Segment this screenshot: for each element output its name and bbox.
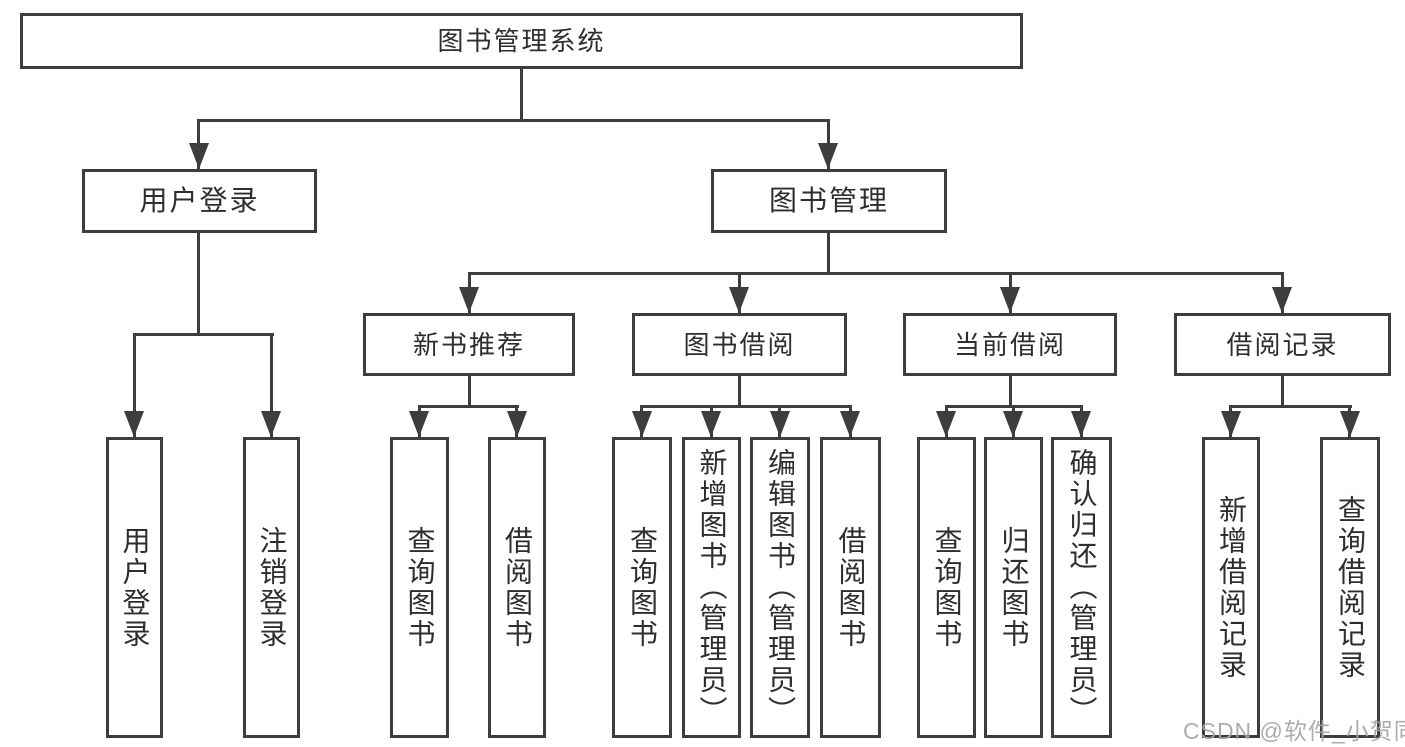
arrow-down-icon xyxy=(1272,287,1292,313)
connector-user-login-stem xyxy=(197,233,200,336)
leaf-user-login: 用户登录 xyxy=(106,437,163,738)
connector-section4-branch xyxy=(1229,405,1352,408)
node-borrow-records: 借阅记录 xyxy=(1174,313,1391,376)
leaf-query-books-recommend: 查询图书 xyxy=(390,437,449,738)
arrow-down-icon xyxy=(1340,411,1360,437)
arrow-down-icon xyxy=(818,143,838,169)
leaf-borrow-books-recommend: 借阅图书 xyxy=(488,437,546,738)
connector-sections-branch xyxy=(468,272,1284,275)
arrow-down-icon xyxy=(189,143,209,169)
connector-section1-stem xyxy=(468,376,471,407)
arrow-down-icon xyxy=(409,411,429,437)
arrow-down-icon xyxy=(729,287,749,313)
leaf-query-borrow-record: 查询借阅记录 xyxy=(1320,437,1380,738)
connector-to-leaf-user-login xyxy=(133,333,136,437)
arrow-down-icon xyxy=(1000,287,1020,313)
connector-section3-stem xyxy=(1009,376,1012,407)
leaf-confirm-return-admin: 确认归还（管理员） xyxy=(1051,437,1112,738)
connector-book-management-stem xyxy=(827,233,830,275)
connector-level2-branch xyxy=(197,119,830,122)
connector-user-login-branch xyxy=(133,333,274,336)
connector-to-leaf-logout xyxy=(270,333,273,437)
arrow-down-icon xyxy=(261,411,281,437)
connector-section4-stem xyxy=(1281,376,1284,407)
arrow-down-icon xyxy=(1071,411,1091,437)
node-book-management: 图书管理 xyxy=(711,169,947,233)
arrow-down-icon xyxy=(1003,411,1023,437)
arrow-down-icon xyxy=(459,287,479,313)
leaf-borrow-books-borrowing: 借阅图书 xyxy=(820,437,881,738)
node-current-borrowing: 当前借阅 xyxy=(903,313,1117,376)
arrow-down-icon xyxy=(840,411,860,437)
node-book-borrowing: 图书借阅 xyxy=(632,313,847,376)
node-user-login: 用户登录 xyxy=(82,169,317,233)
arrow-down-icon xyxy=(124,411,144,437)
leaf-return-books: 归还图书 xyxy=(984,437,1043,738)
connector-root-stem xyxy=(520,69,523,122)
leaf-edit-books-admin: 编辑图书（管理员） xyxy=(750,437,810,738)
watermark-text: CSDN @软件_小贺同学 xyxy=(1183,718,1405,744)
arrow-down-icon xyxy=(936,411,956,437)
arrow-down-icon xyxy=(1221,411,1241,437)
node-root: 图书管理系统 xyxy=(20,13,1023,69)
leaf-logout: 注销登录 xyxy=(243,437,300,738)
leaf-query-books-borrowing: 查询图书 xyxy=(612,437,672,738)
arrow-down-icon xyxy=(701,411,721,437)
connector-section1-branch xyxy=(418,405,519,408)
connector-section2-branch xyxy=(640,405,852,408)
arrow-down-icon xyxy=(507,411,527,437)
leaf-add-borrow-record: 新增借阅记录 xyxy=(1202,437,1260,738)
node-new-book-recommend: 新书推荐 xyxy=(363,313,575,376)
arrow-down-icon xyxy=(632,411,652,437)
arrow-down-icon xyxy=(770,411,790,437)
leaf-add-books-admin: 新增图书（管理员） xyxy=(682,437,741,738)
connector-section2-stem xyxy=(738,376,741,407)
leaf-query-books-current: 查询图书 xyxy=(917,437,976,738)
